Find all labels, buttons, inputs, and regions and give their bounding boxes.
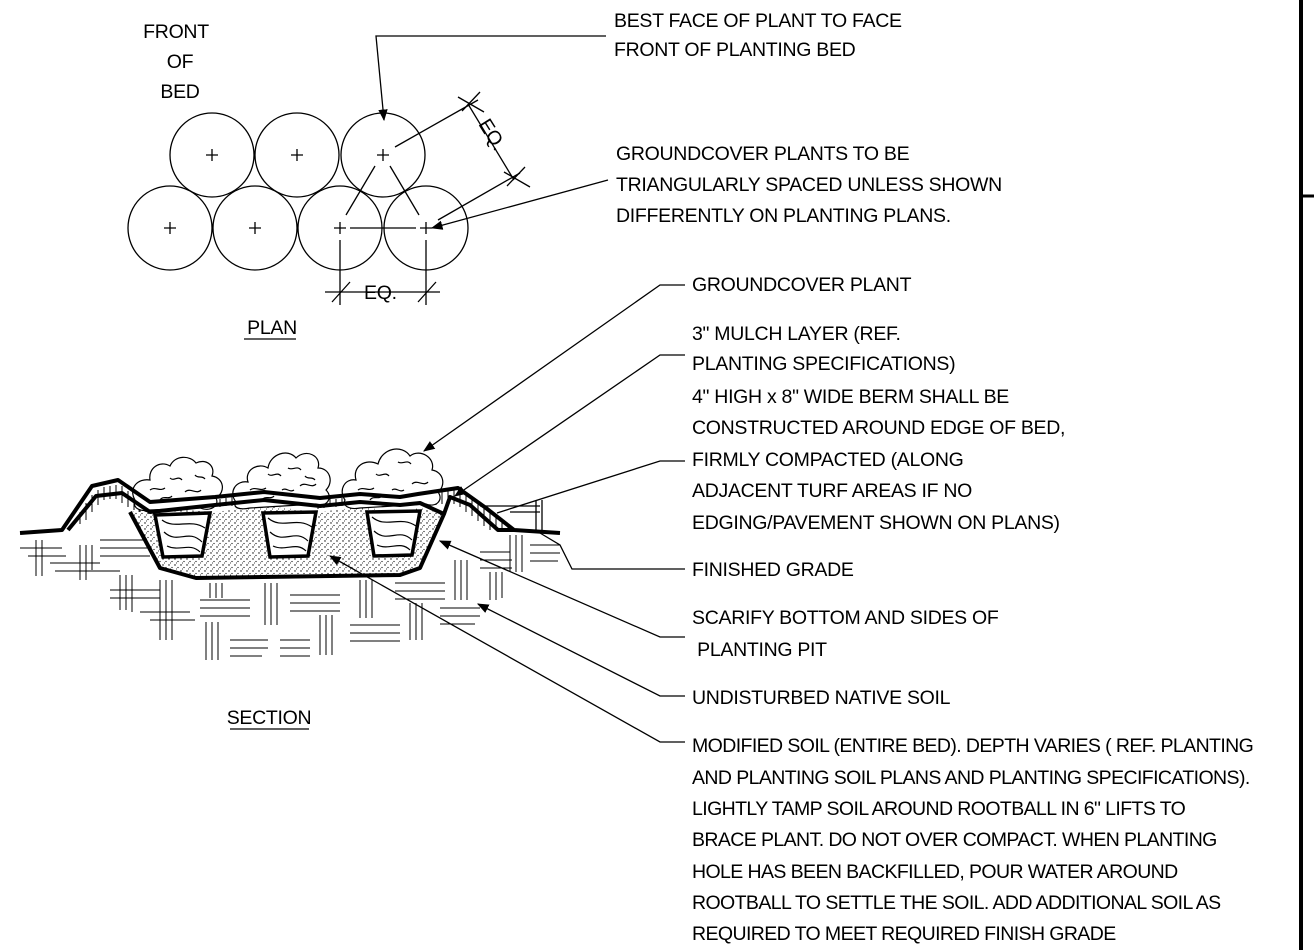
front-of-bed-line-3: BED (160, 81, 199, 103)
mulch-note-line-1: 3" MULCH LAYER (REF. (692, 323, 901, 345)
finished-grade-note: FINISHED GRADE (692, 559, 854, 581)
mulch-note-line-3: 4" HIGH x 8" WIDE BERM SHALL BE (692, 386, 1009, 408)
mulch-note-line-6: ADJACENT TURF AREAS IF NO (692, 480, 972, 502)
eq-diagonal-label: EQ. (474, 115, 510, 154)
best-face-note-line-1: BEST FACE OF PLANT TO FACE (614, 10, 902, 32)
modified-soil-note-line-5: HOLE HAS BEEN BACKFILLED, POUR WATER ARO… (692, 861, 1178, 883)
front-of-bed-line-1: FRONT (143, 21, 209, 43)
plan-view: FRONT OF BED (127, 21, 531, 340)
mulch-note-line-4: CONSTRUCTED AROUND EDGE OF BED, (692, 417, 1065, 439)
undisturbed-soil-note: UNDISTURBED NATIVE SOIL (692, 687, 951, 709)
foliage-clump (341, 448, 444, 510)
modified-soil-note-line-4: BRACE PLANT. DO NOT OVER COMPACT. WHEN P… (692, 829, 1217, 851)
section-view: SECTION (19, 448, 561, 730)
horizontal-eq-dimension: EQ. (325, 240, 440, 305)
plan-label: PLAN (247, 317, 297, 339)
modified-soil-note-line-2: AND PLANTING SOIL PLANS AND PLANTING SPE… (692, 767, 1250, 789)
rootball (364, 509, 423, 558)
front-of-bed-line-2: OF (167, 51, 194, 73)
modified-soil-note-line-1: MODIFIED SOIL (ENTIRE BED). DEPTH VARIES… (692, 735, 1253, 757)
groundcover-plant-note: GROUNDCOVER PLANT (692, 274, 912, 296)
mulch-note-line-7: EDGING/PAVEMENT SHOWN ON PLANS) (692, 512, 1060, 534)
finished-grade-line (19, 478, 561, 535)
modified-soil-note-line-6: ROOTBALL TO SETTLE THE SOIL. ADD ADDITIO… (692, 892, 1221, 914)
triangular-note-line-1: GROUNDCOVER PLANTS TO BE (616, 143, 910, 165)
planting-pit-outline (66, 491, 446, 580)
best-face-note-line-2: FRONT OF PLANTING BED (614, 39, 856, 61)
triangular-note-line-2: TRIANGULARLY SPACED UNLESS SHOWN (616, 174, 1002, 196)
sheet-border (1299, 0, 1314, 950)
plan-plants-bottom-row (127, 185, 469, 271)
triangular-note-line-3: DIFFERENTLY ON PLANTING PLANS. (616, 205, 951, 227)
native-soil-hatch (20, 535, 560, 660)
triangular-spacing-lines (345, 165, 420, 229)
mulch-note-line-2: PLANTING SPECIFICATIONS) (692, 353, 955, 375)
section-label: SECTION (227, 707, 312, 729)
rootball (152, 511, 213, 559)
modified-soil-note-line-7: REQUIRED TO MEET REQUIRED FINISH GRADE (692, 923, 1116, 945)
berm-dimension (480, 500, 543, 530)
rootball (260, 510, 319, 559)
foliage-clump (132, 456, 223, 512)
plant-center-marks (164, 149, 432, 234)
scarify-note-line-1: SCARIFY BOTTOM AND SIDES OF (692, 607, 999, 629)
rootballs (152, 509, 423, 559)
leader-lines (328, 35, 685, 743)
mulch-note-line-5: FIRMLY COMPACTED (ALONG (692, 449, 964, 471)
scarify-note-line-2: PLANTING PIT (692, 639, 827, 661)
callout-notes: BEST FACE OF PLANT TO FACE FRONT OF PLAN… (614, 10, 1254, 945)
eq-horizontal-label: EQ. (364, 282, 397, 304)
modified-soil-note-line-3: LIGHTLY TAMP SOIL AROUND ROOTBALL IN 6" … (692, 798, 1186, 820)
